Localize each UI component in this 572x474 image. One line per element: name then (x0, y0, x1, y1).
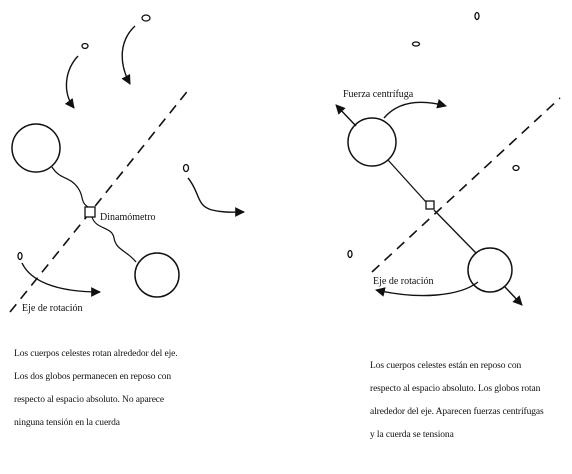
right-taut-cord (387, 159, 427, 203)
right-taut-cord (433, 209, 477, 254)
caption-line: alrededor del eje. Aparecen fuerzas cent… (370, 407, 544, 417)
centrifugal-force-arrow (504, 286, 523, 306)
right-globe-bottom (467, 247, 513, 293)
left-motion-arrow (64, 55, 79, 109)
right-small-body (411, 41, 421, 47)
caption-line: ninguna tensión en la cuerda (14, 418, 120, 428)
left-small-body (81, 42, 89, 50)
right-rotation-arrow (375, 281, 479, 297)
caption-line: respecto al espacio absoluto. Los globos… (370, 384, 541, 394)
right-small-body (512, 164, 520, 172)
left-motion-arrow (121, 25, 136, 85)
caption-line: Los cuerpos celestes están en reposo con (370, 361, 522, 371)
caption-line: respecto al espacio absoluto. No aparece (14, 395, 165, 405)
caption-line: y la cuerda se tensiona (370, 430, 454, 440)
left-dynamometer (84, 206, 96, 218)
left-axis-label: Eje de rotación (22, 303, 83, 314)
left-globe-top (11, 123, 61, 173)
left-slack-cord-bottom (91, 216, 137, 263)
right-globe-top (347, 117, 397, 167)
caption-line: Los dos globos permanecen en reposo con (14, 372, 172, 382)
centrifugal-force-label: Fuerza centrífuga (343, 89, 414, 100)
right-rotation-arrow (383, 98, 447, 119)
left-panel: Dinamómetro Eje de rotación (9, 14, 245, 314)
right-axis-label: Eje de rotación (373, 276, 434, 287)
dynamometer-label: Dinamómetro (100, 212, 156, 223)
left-globe-bottom (134, 252, 180, 298)
left-caption: Los cuerpos celestes rotan alrededor del… (14, 343, 234, 435)
left-rotation-axis (9, 87, 191, 313)
right-dynamometer (425, 200, 435, 210)
right-small-body (474, 11, 480, 21)
right-panel: Fuerza centrífuga Eje de rotación (335, 11, 561, 306)
left-motion-arrow (187, 177, 245, 217)
left-slack-cord-top (51, 166, 89, 208)
right-caption: Los cuerpos celestes están en reposo con… (370, 355, 570, 447)
right-small-body (347, 249, 353, 259)
left-small-body (141, 14, 151, 22)
caption-line: Los cuerpos celestes rotan alrededor del… (14, 349, 178, 359)
left-small-body (182, 163, 190, 173)
right-rotation-axis (371, 97, 561, 273)
left-motion-arrow (21, 262, 101, 297)
centrifugal-force-arrow (335, 104, 357, 127)
left-small-body (17, 251, 23, 261)
